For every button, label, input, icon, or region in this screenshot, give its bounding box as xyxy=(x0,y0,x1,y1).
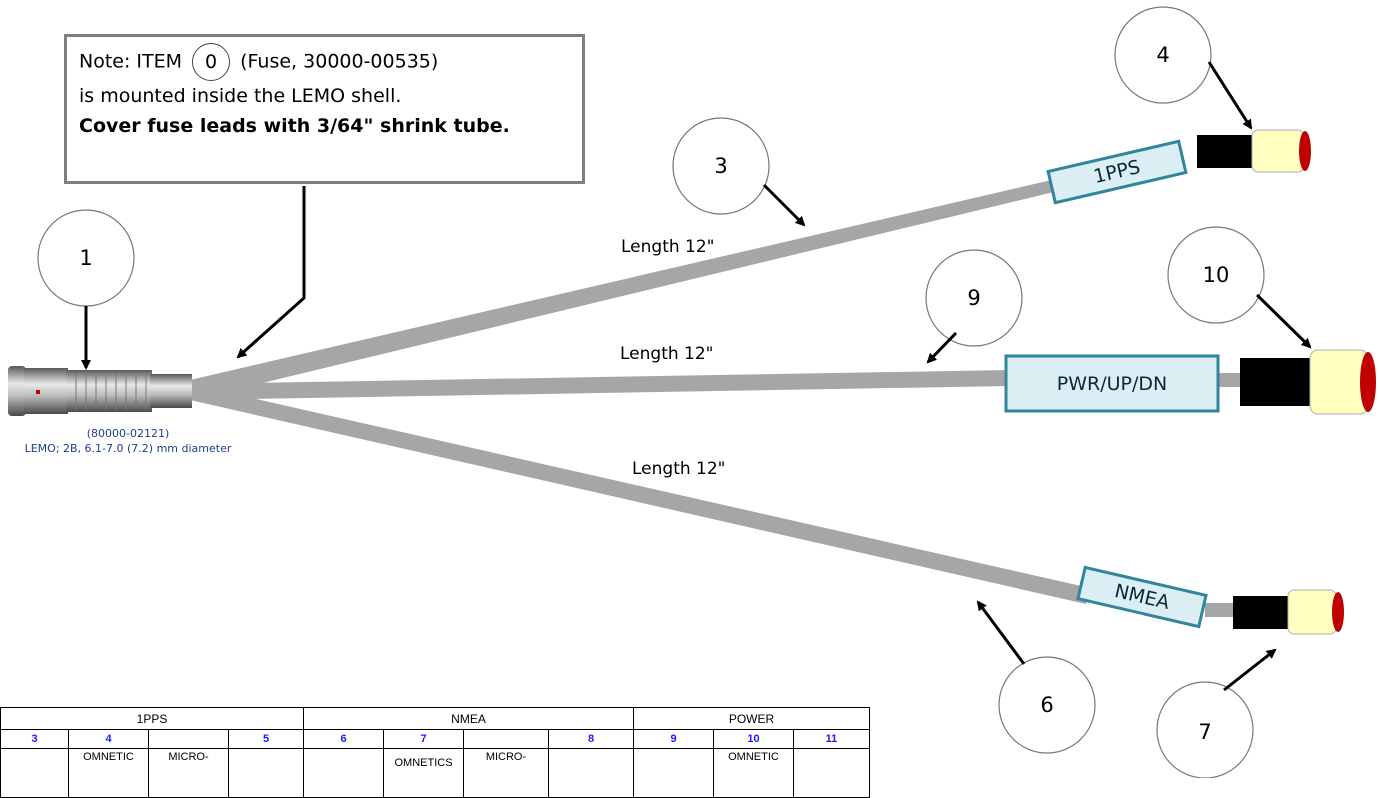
svg-text:6: 6 xyxy=(1040,693,1053,717)
length-label-nmea: Length 12" xyxy=(632,459,726,479)
table-cell xyxy=(463,729,549,749)
note-leader-line xyxy=(236,186,306,359)
length-label-1pps: Length 12" xyxy=(621,237,715,257)
table-group-1pps: 1PPS xyxy=(0,707,304,730)
table-group-power: POWER xyxy=(633,707,870,730)
note-prefix: Note: ITEM xyxy=(79,50,183,73)
label-power-text: PWR/UP/DN xyxy=(1057,373,1167,395)
cable-group xyxy=(190,178,1240,617)
note-item-number: 0 xyxy=(192,43,231,81)
table-cell: 11 xyxy=(793,729,870,749)
table-cell: 7 xyxy=(383,729,464,749)
svg-text:1: 1 xyxy=(79,246,92,270)
svg-text:4: 4 xyxy=(1156,43,1169,67)
callout-7: 7 xyxy=(1156,648,1277,778)
table-cell xyxy=(548,748,634,798)
table-header-row: 1PPS NMEA POWER xyxy=(0,707,870,730)
table-cell: 6 xyxy=(303,729,384,749)
table-cell: 5 xyxy=(228,729,304,749)
plug-nmea xyxy=(1233,589,1344,635)
callout-4: 4 xyxy=(1114,6,1253,130)
cable-1pps xyxy=(190,178,1062,398)
table-cell xyxy=(633,748,714,798)
table-cell: MICRO- xyxy=(463,748,549,798)
note-line-3: Cover fuse leads with 3/64" shrink tube. xyxy=(79,115,510,137)
label-1pps: 1PPS xyxy=(1046,139,1188,205)
callout-1: 1 xyxy=(37,209,135,370)
table-cell: 10 xyxy=(713,729,794,749)
callout-6: 6 xyxy=(976,600,1096,754)
table-cell xyxy=(0,748,69,798)
table-cell: 4 xyxy=(68,729,149,749)
plug-1pps xyxy=(1197,129,1311,173)
lemo-connector xyxy=(8,366,192,416)
callout-10: 10 xyxy=(1167,226,1312,349)
table-cell: MICRO- xyxy=(148,748,229,798)
table-cell: OMNETIC xyxy=(713,748,794,798)
table-cell: OMNETICS xyxy=(383,748,464,798)
plug-power xyxy=(1240,349,1376,415)
svg-text:7: 7 xyxy=(1198,720,1211,744)
note-line-1: Note: ITEM 0 (Fuse, 30000-00535) xyxy=(79,43,570,81)
cable-power xyxy=(190,370,1010,400)
table-cell xyxy=(228,748,304,798)
table-description-row: OMNETIC MICRO- OMNETICS MICRO- OMNETIC xyxy=(0,748,870,798)
callout-9: 9 xyxy=(925,249,1023,364)
table-number-row: 3 4 5 6 7 8 9 10 11 xyxy=(0,729,870,749)
table-cell: 9 xyxy=(633,729,714,749)
table-cell xyxy=(793,748,870,798)
cable-nmea-end xyxy=(1205,603,1235,617)
table-cell: OMNETIC xyxy=(68,748,149,798)
cable-diagram: (80000-02121) LEMO; 2B, 6.1-7.0 (7.2) mm… xyxy=(8,6,1376,778)
table-group-nmea: NMEA xyxy=(303,707,634,730)
label-nmea: NMEA xyxy=(1076,565,1208,629)
label-power: PWR/UP/DN xyxy=(1004,354,1220,413)
cable-power-end xyxy=(1218,373,1240,387)
callout-3: 3 xyxy=(672,117,806,227)
cable-nmea xyxy=(190,384,1090,604)
table-cell xyxy=(148,729,229,749)
note-line-2: is mounted inside the LEMO shell. xyxy=(79,85,402,107)
table-cell: 8 xyxy=(548,729,634,749)
svg-text:3: 3 xyxy=(714,154,727,178)
lemo-description: LEMO; 2B, 6.1-7.0 (7.2) mm diameter xyxy=(25,442,232,455)
note-suffix: (Fuse, 30000-00535) xyxy=(240,50,439,73)
table-cell: 3 xyxy=(0,729,69,749)
parts-table: 1PPS NMEA POWER 3 4 5 6 7 8 9 10 11 OMNE… xyxy=(0,707,870,798)
svg-text:10: 10 xyxy=(1203,263,1230,287)
length-label-power: Length 12" xyxy=(620,344,714,364)
lemo-part-number: (80000-02121) xyxy=(87,427,170,440)
table-cell xyxy=(303,748,384,798)
note-box: Note: ITEM 0 (Fuse, 30000-00535) is moun… xyxy=(64,34,585,184)
svg-text:9: 9 xyxy=(967,286,980,310)
